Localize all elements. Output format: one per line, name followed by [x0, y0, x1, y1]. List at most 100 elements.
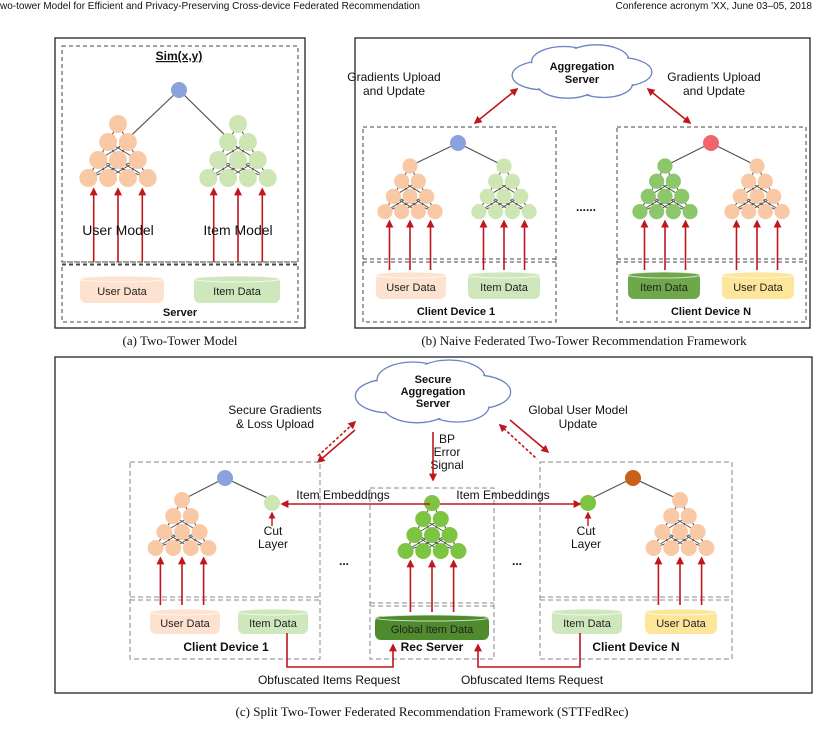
- neuron-node: [174, 524, 190, 540]
- item-data-b1: Item Data: [467, 271, 541, 299]
- secure-server-label-2: Aggregation: [401, 386, 466, 398]
- neuron-node: [419, 188, 435, 204]
- neuron-node: [229, 151, 247, 169]
- neuron-node: [191, 524, 208, 540]
- neuron-node: [513, 188, 529, 204]
- item-data-a: Item Data: [193, 275, 281, 303]
- secure-server-label-1: Secure: [415, 374, 452, 386]
- user-data-c1-label: User Data: [160, 618, 210, 630]
- neuron-node: [238, 133, 257, 151]
- neuron-node: [665, 204, 681, 220]
- similarity-node: [217, 470, 233, 486]
- neuron-node: [741, 204, 757, 220]
- neuron-node: [640, 188, 656, 204]
- server-label: Server: [163, 307, 198, 319]
- panel-a-towers: [79, 82, 277, 262]
- obfuscated-request-right: Obfuscated Items Request: [461, 673, 604, 687]
- neuron-node: [377, 204, 393, 220]
- panel-b-towers: [377, 135, 790, 270]
- neuron-node: [632, 204, 648, 220]
- neuron-node: [471, 204, 487, 220]
- ellipsis-b: ......: [576, 200, 596, 214]
- similarity-node: [703, 135, 719, 151]
- panel-a: Sim(x,y) User Model Item Model User Data…: [54, 37, 306, 329]
- neuron-node: [118, 133, 137, 151]
- caption-c: (c) Split Two-Tower Federated Recommenda…: [236, 704, 629, 719]
- neuron-node: [248, 151, 267, 169]
- neuron-node: [165, 508, 182, 524]
- user-data-a-label: User Data: [97, 286, 147, 298]
- cut-layer-right-1: Cut: [577, 524, 596, 538]
- neuron-node: [394, 204, 410, 220]
- neuron-node: [521, 204, 537, 220]
- neuron-node: [432, 543, 449, 559]
- cut-layer-left-2: Layer: [258, 537, 288, 551]
- secure-grad-line1: Secure Gradients: [228, 403, 321, 417]
- item-model-label: Item Model: [203, 222, 272, 238]
- neuron-node: [757, 173, 773, 189]
- client-device-1-label-c: Client Device 1: [183, 640, 269, 654]
- neuron-node: [663, 540, 680, 556]
- neuron-node: [410, 204, 426, 220]
- neuron-node: [165, 540, 182, 556]
- header-right: Conference acronym 'XX, June 03–05, 2018: [616, 1, 813, 12]
- secure-grad-line2: & Loss Upload: [236, 417, 314, 431]
- neuron-node: [657, 158, 673, 174]
- neuron-node: [674, 188, 690, 204]
- neuron-node: [649, 173, 665, 189]
- aggregation-server-label-2: Server: [565, 74, 600, 86]
- neuron-node: [657, 188, 673, 204]
- user-data-c1: User Data: [149, 608, 221, 634]
- user-data-bn-label: User Data: [733, 282, 783, 294]
- neuron-node: [665, 173, 681, 189]
- global-user-line2: Update: [559, 417, 598, 431]
- global-user-line1: Global User Model: [528, 403, 627, 417]
- neuron-node: [672, 524, 688, 540]
- neuron-node: [488, 204, 504, 220]
- neuron-node: [774, 204, 790, 220]
- neuron-node: [258, 169, 277, 187]
- dots-right: ...: [512, 554, 522, 568]
- neuron-node: [672, 492, 688, 508]
- neuron-node: [402, 188, 418, 204]
- neuron-node: [488, 173, 504, 189]
- cut-layer-node: [580, 495, 596, 511]
- neuron-node: [182, 508, 199, 524]
- neuron-node: [156, 524, 173, 540]
- neuron-node: [209, 151, 228, 169]
- item-data-bn: Item Data: [627, 271, 701, 299]
- neuron-node: [79, 169, 98, 187]
- neuron-node: [109, 151, 127, 169]
- neuron-node: [496, 158, 512, 174]
- neuron-node: [99, 133, 118, 151]
- item-data-b1-label: Item Data: [480, 282, 529, 294]
- user-data-b1: User Data: [375, 271, 447, 299]
- neuron-node: [504, 204, 520, 220]
- neuron-node: [89, 151, 108, 169]
- neuron-node: [424, 527, 440, 543]
- neuron-node: [424, 495, 440, 511]
- neuron-node: [732, 188, 748, 204]
- neuron-node: [724, 204, 740, 220]
- client-device-n-label-c: Client Device N: [592, 640, 679, 654]
- user-data-cn: User Data: [644, 608, 718, 634]
- neuron-node: [496, 188, 512, 204]
- neuron-node: [741, 173, 757, 189]
- rec-server-label: Rec Server: [401, 640, 464, 654]
- item-data-a-label: Item Data: [213, 286, 262, 298]
- neuron-node: [649, 204, 665, 220]
- neuron-node: [219, 133, 238, 151]
- bp-line1: BP: [439, 432, 455, 446]
- user-data-cn-label: User Data: [656, 618, 706, 630]
- neuron-node: [385, 188, 401, 204]
- neuron-node: [229, 115, 247, 133]
- neuron-node: [182, 540, 199, 556]
- neuron-node: [109, 115, 127, 133]
- grad-right-line2: and Update: [683, 84, 745, 98]
- user-data-bn: User Data: [721, 271, 795, 299]
- grad-right-line1: Gradients Upload: [667, 70, 760, 84]
